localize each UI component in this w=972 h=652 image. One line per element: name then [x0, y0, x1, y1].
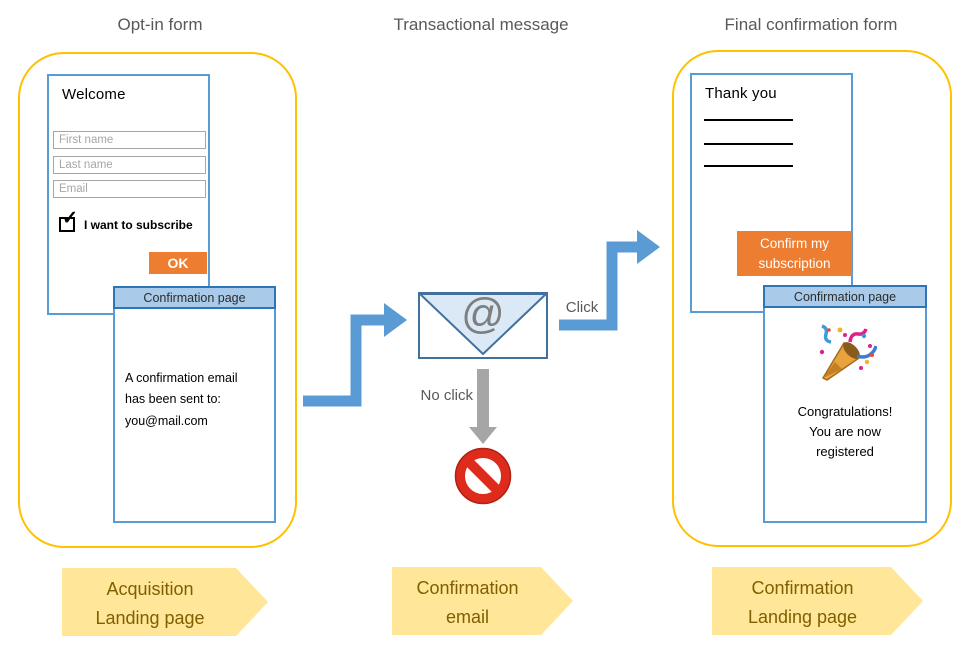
- arrow-no-click-head: [469, 427, 497, 444]
- first-name-field[interactable]: [53, 131, 206, 149]
- subscribe-checkbox-row: ✓ I want to subscribe: [59, 209, 209, 236]
- column-title-transactional-message: Transactional message: [393, 15, 569, 34]
- click-label: Click: [565, 299, 599, 316]
- optin-confirmation-titlebar: Confirmation page: [113, 286, 276, 309]
- no-click-label: No click: [420, 387, 473, 404]
- final-form-window: Thank you Confirm my subscription: [690, 73, 853, 313]
- optin-form-window: Welcome ✓ I want to subscribe OK: [47, 74, 210, 315]
- subscribe-checkbox-label: I want to subscribe: [84, 218, 193, 232]
- column-title-final-confirmation-form: Final confirmation form: [724, 15, 898, 34]
- arrow-email-to-final-head: [637, 230, 660, 264]
- envelope-at-icon: @: [418, 290, 548, 359]
- party-popper-icon: [819, 324, 877, 381]
- banner-confirmation-landing-page: Confirmation Landing page: [712, 567, 923, 635]
- last-name-field[interactable]: [53, 156, 206, 174]
- blank-line: [704, 119, 793, 121]
- column-title-optin-form: Opt-in form: [117, 15, 203, 34]
- final-form-heading: Thank you: [705, 85, 777, 102]
- optin-form-heading: Welcome: [62, 86, 126, 103]
- arrow-optin-to-email: [303, 314, 384, 407]
- ok-button[interactable]: OK: [149, 252, 207, 274]
- envelope-flap: [420, 294, 546, 356]
- final-confirmation-titlebar: Confirmation page: [763, 285, 927, 308]
- arrow-optin-to-email-head: [384, 303, 407, 337]
- checkmark-icon: ✓: [62, 208, 78, 229]
- optin-confirmation-window: Confirmation page A confirmation email h…: [113, 286, 276, 523]
- subscribe-checkbox[interactable]: ✓: [59, 209, 78, 232]
- banner-confirmation-email: Confirmation email: [392, 567, 573, 635]
- optin-confirmation-message: A confirmation email has been sent to: y…: [125, 371, 238, 428]
- congratulations-message: Congratulations! You are now registered: [797, 404, 893, 460]
- banner-acquisition-landing-page: Acquisition Landing page: [62, 568, 268, 636]
- at-symbol: @: [461, 290, 505, 338]
- blank-line: [704, 165, 793, 167]
- blank-line: [704, 143, 793, 145]
- email-field[interactable]: [53, 180, 206, 198]
- final-confirmation-window: Confirmation page Congratulations! You a…: [763, 285, 927, 523]
- confirm-subscription-button[interactable]: Confirm my subscription: [737, 231, 852, 276]
- no-entry-icon: [454, 447, 512, 505]
